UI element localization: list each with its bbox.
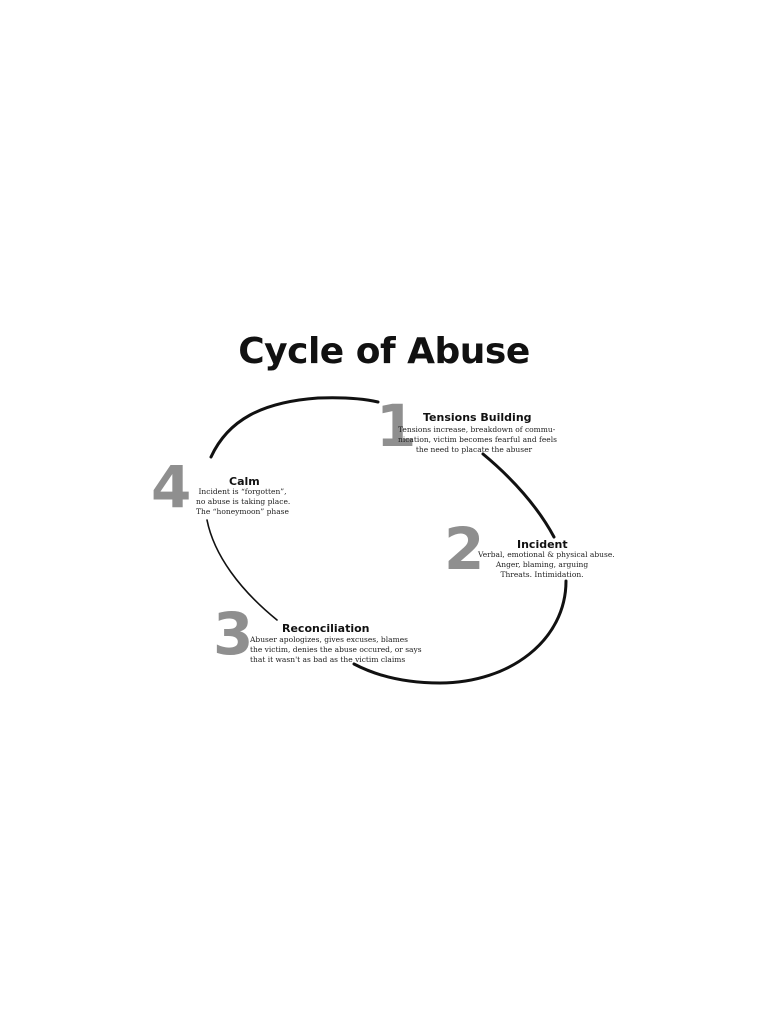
stage-title-incident: Incident (517, 538, 568, 551)
stage-desc-calm: Incident is “forgotten”, no abuse is tak… (196, 487, 291, 516)
arc-tensions-to-incident (481, 452, 556, 539)
stage-number-3: 3 (213, 600, 254, 668)
stage-desc-tensions-building: Tensions increase, breakdown of commu- n… (398, 425, 557, 454)
arc-incident-to-reconciliation (352, 579, 568, 685)
stage-title-calm: Calm (229, 475, 260, 488)
stage-title-reconciliation: Reconciliation (282, 622, 370, 635)
arc-reconciliation-to-calm (206, 519, 278, 621)
diagram-title: Cycle of Abuse (238, 331, 530, 372)
arc-calm-to-tensions (209, 396, 380, 459)
stage-desc-incident: Verbal, emotional & physical abuse. Ange… (478, 550, 615, 579)
stage-desc-reconciliation: Abuser apologizes, gives excuses, blames… (250, 635, 422, 664)
stage-number-2: 2 (444, 515, 485, 583)
stage-title-tensions-building: Tensions Building (423, 411, 532, 424)
stage-number-4: 4 (151, 453, 192, 521)
stage-number-1: 1 (376, 392, 417, 460)
